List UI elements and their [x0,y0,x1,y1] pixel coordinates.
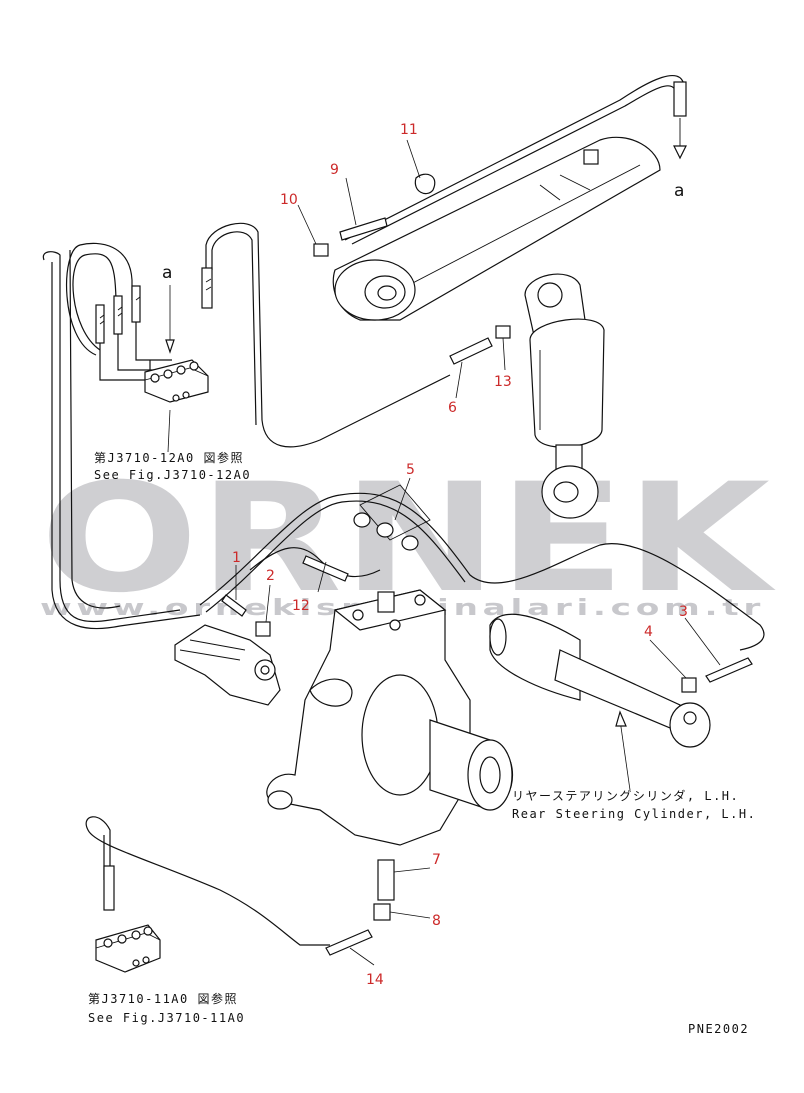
ref-lower-jp: 第J3710-11A0 図参照 [88,991,238,1006]
leader-lines [165,139,721,966]
part-label-4: 4 [644,624,653,640]
drawing-code: PNE2002 [688,1022,749,1036]
part-label-7: 7 [432,852,441,868]
lower-fittings [325,859,395,956]
rear-steering-cylinder [489,613,753,791]
cylinder-caption-jp: リヤーステアリングシリンダ, L.H. [512,788,739,803]
part-label-10: 10 [280,192,298,208]
part-label-14: 14 [366,972,384,988]
marker-a-right: a [674,181,684,201]
part-label-3: 3 [679,604,688,620]
upper-grease-block [95,267,213,403]
part-labels: 1 2 3 4 5 6 7 8 9 10 11 12 13 14 [232,122,688,988]
part-label-8: 8 [432,913,441,929]
part-label-1: 1 [232,550,241,566]
lower-grease-block [95,865,161,973]
ref-upper-en: See Fig.J3710-12A0 [94,468,251,482]
ref-lower-en: See Fig.J3710-11A0 [88,1011,245,1025]
ref-upper-jp: 第J3710-12A0 図参照 [94,450,244,465]
part-label-5: 5 [406,462,415,478]
cylinder-caption-en: Rear Steering Cylinder, L.H. [512,807,756,821]
part-label-6: 6 [448,400,457,416]
cylinder-clevis-left [174,594,281,706]
part-12-bolt [302,555,349,582]
shim-set [353,484,431,551]
part-label-12: 12 [292,598,310,614]
marker-a-left: a [162,263,172,283]
hydraulic-cylinder-vertical [449,273,605,519]
steering-knuckle [266,589,513,846]
rear-axle-arm [313,81,687,321]
part-label-13: 13 [494,374,512,390]
part-label-11: 11 [400,122,418,138]
part-label-9: 9 [330,162,339,178]
part-label-2: 2 [266,568,275,584]
grease-lines [42,75,765,946]
